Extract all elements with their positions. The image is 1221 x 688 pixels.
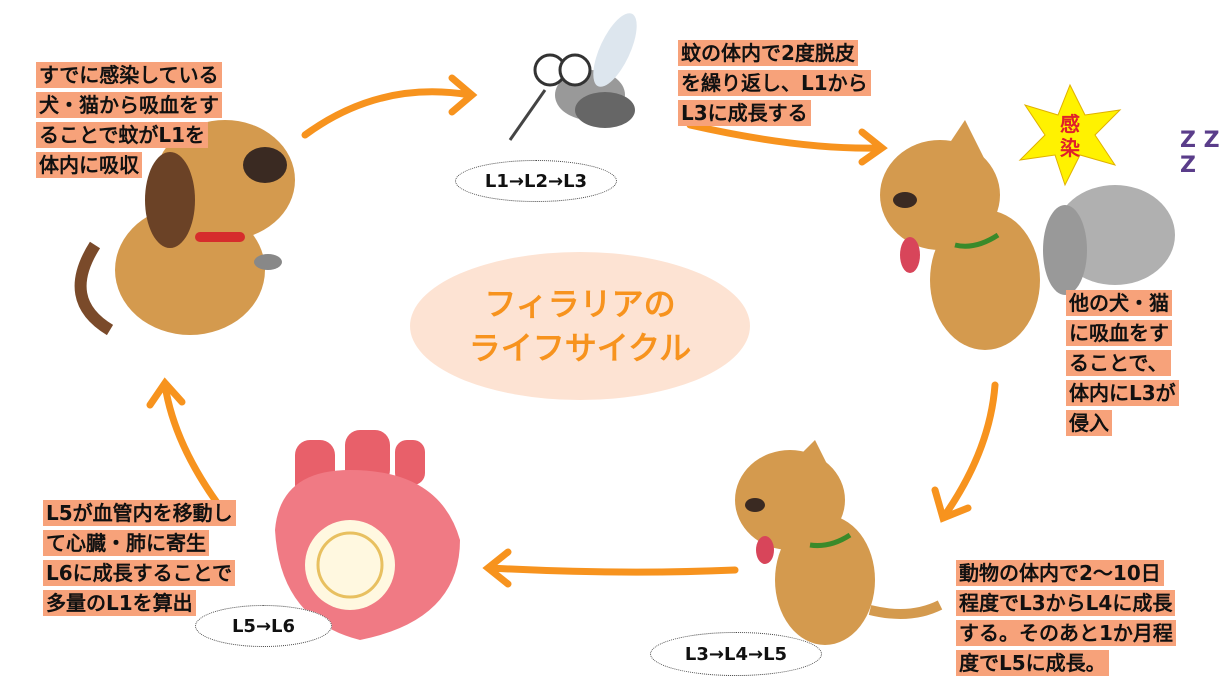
arrow-to-heart xyxy=(482,548,739,588)
text-line: L3に成長する xyxy=(678,100,811,126)
arrow-to-dog xyxy=(686,121,888,166)
step-bottom-left-text: L5が血管内を移動し て心臓・肺に寄生 L6に成長することで 多量のL1を算出 xyxy=(43,498,236,618)
dog-scratching-illustration xyxy=(74,120,295,336)
bubble-dog-stages: L3→L4→L5 xyxy=(650,632,822,676)
text-line: L6に成長することで xyxy=(43,560,236,586)
heart-illustration xyxy=(275,430,460,640)
mosquito-illustration xyxy=(508,13,637,141)
text-line: 侵入 xyxy=(1066,410,1112,436)
bubble-mosquito-stages: L1→L2→L3 xyxy=(455,160,617,202)
text-line: 程度でL3からL4に成長 xyxy=(956,590,1176,616)
text-line: 蚊の体内で2度脱皮 xyxy=(678,40,858,66)
step-bottom-right-text: 動物の体内で2～10日 程度でL3からL4に成長 する。そのあと1か月程 度でL… xyxy=(956,558,1176,678)
bubble-heart-stages: L5→L6 xyxy=(195,605,332,647)
text-line: L5が血管内を移動し xyxy=(43,500,236,526)
arrow-down-right xyxy=(931,381,999,523)
text-line: する。そのあと1か月程 xyxy=(956,620,1176,646)
badge-char: 染 xyxy=(1060,136,1080,160)
text-line: 多量のL1を算出 xyxy=(43,590,196,616)
dog-and-cat-illustration xyxy=(880,83,1175,350)
lifecycle-title: フィラリアの ライフサイクル xyxy=(410,252,750,400)
badge-char: 感 xyxy=(1060,112,1080,136)
infection-badge: 感 染 xyxy=(1058,112,1082,160)
text-line: 体内にL3が xyxy=(1066,380,1179,406)
text-line: 度でL5に成長。 xyxy=(956,650,1109,676)
arrow-to-mosquito xyxy=(301,74,478,139)
text-line: に吸血をす xyxy=(1066,320,1172,346)
text-line: 体内に吸収 xyxy=(36,152,142,178)
title-line-2: ライフサイクル xyxy=(468,329,692,367)
text-line: 動物の体内で2～10日 xyxy=(956,560,1164,586)
step-right-text: 他の犬・猫 に吸血をす ることで、 体内にL3が 侵入 xyxy=(1066,288,1179,438)
text-line: ることで、 xyxy=(1066,350,1171,376)
dog-sitting-illustration xyxy=(735,440,943,645)
arrows xyxy=(146,74,999,588)
text-line: ることで蚊がL1を xyxy=(36,122,209,148)
text-line: 犬・猫から吸血をす xyxy=(36,92,222,118)
text-line: すでに感染している xyxy=(36,62,222,88)
step-top-right-text: 蚊の体内で2度脱皮 を繰り返し、L1から L3に成長する xyxy=(678,38,871,128)
text-line: て心臓・肺に寄生 xyxy=(43,530,209,556)
step-top-left-text: すでに感染している 犬・猫から吸血をす ることで蚊がL1を 体内に吸収 xyxy=(36,60,222,180)
text-line: を繰り返し、L1から xyxy=(678,70,871,96)
title-line-1: フィラリアの xyxy=(484,285,676,323)
sleep-icon: Z Z Z xyxy=(1180,128,1220,178)
text-line: 他の犬・猫 xyxy=(1066,290,1172,316)
